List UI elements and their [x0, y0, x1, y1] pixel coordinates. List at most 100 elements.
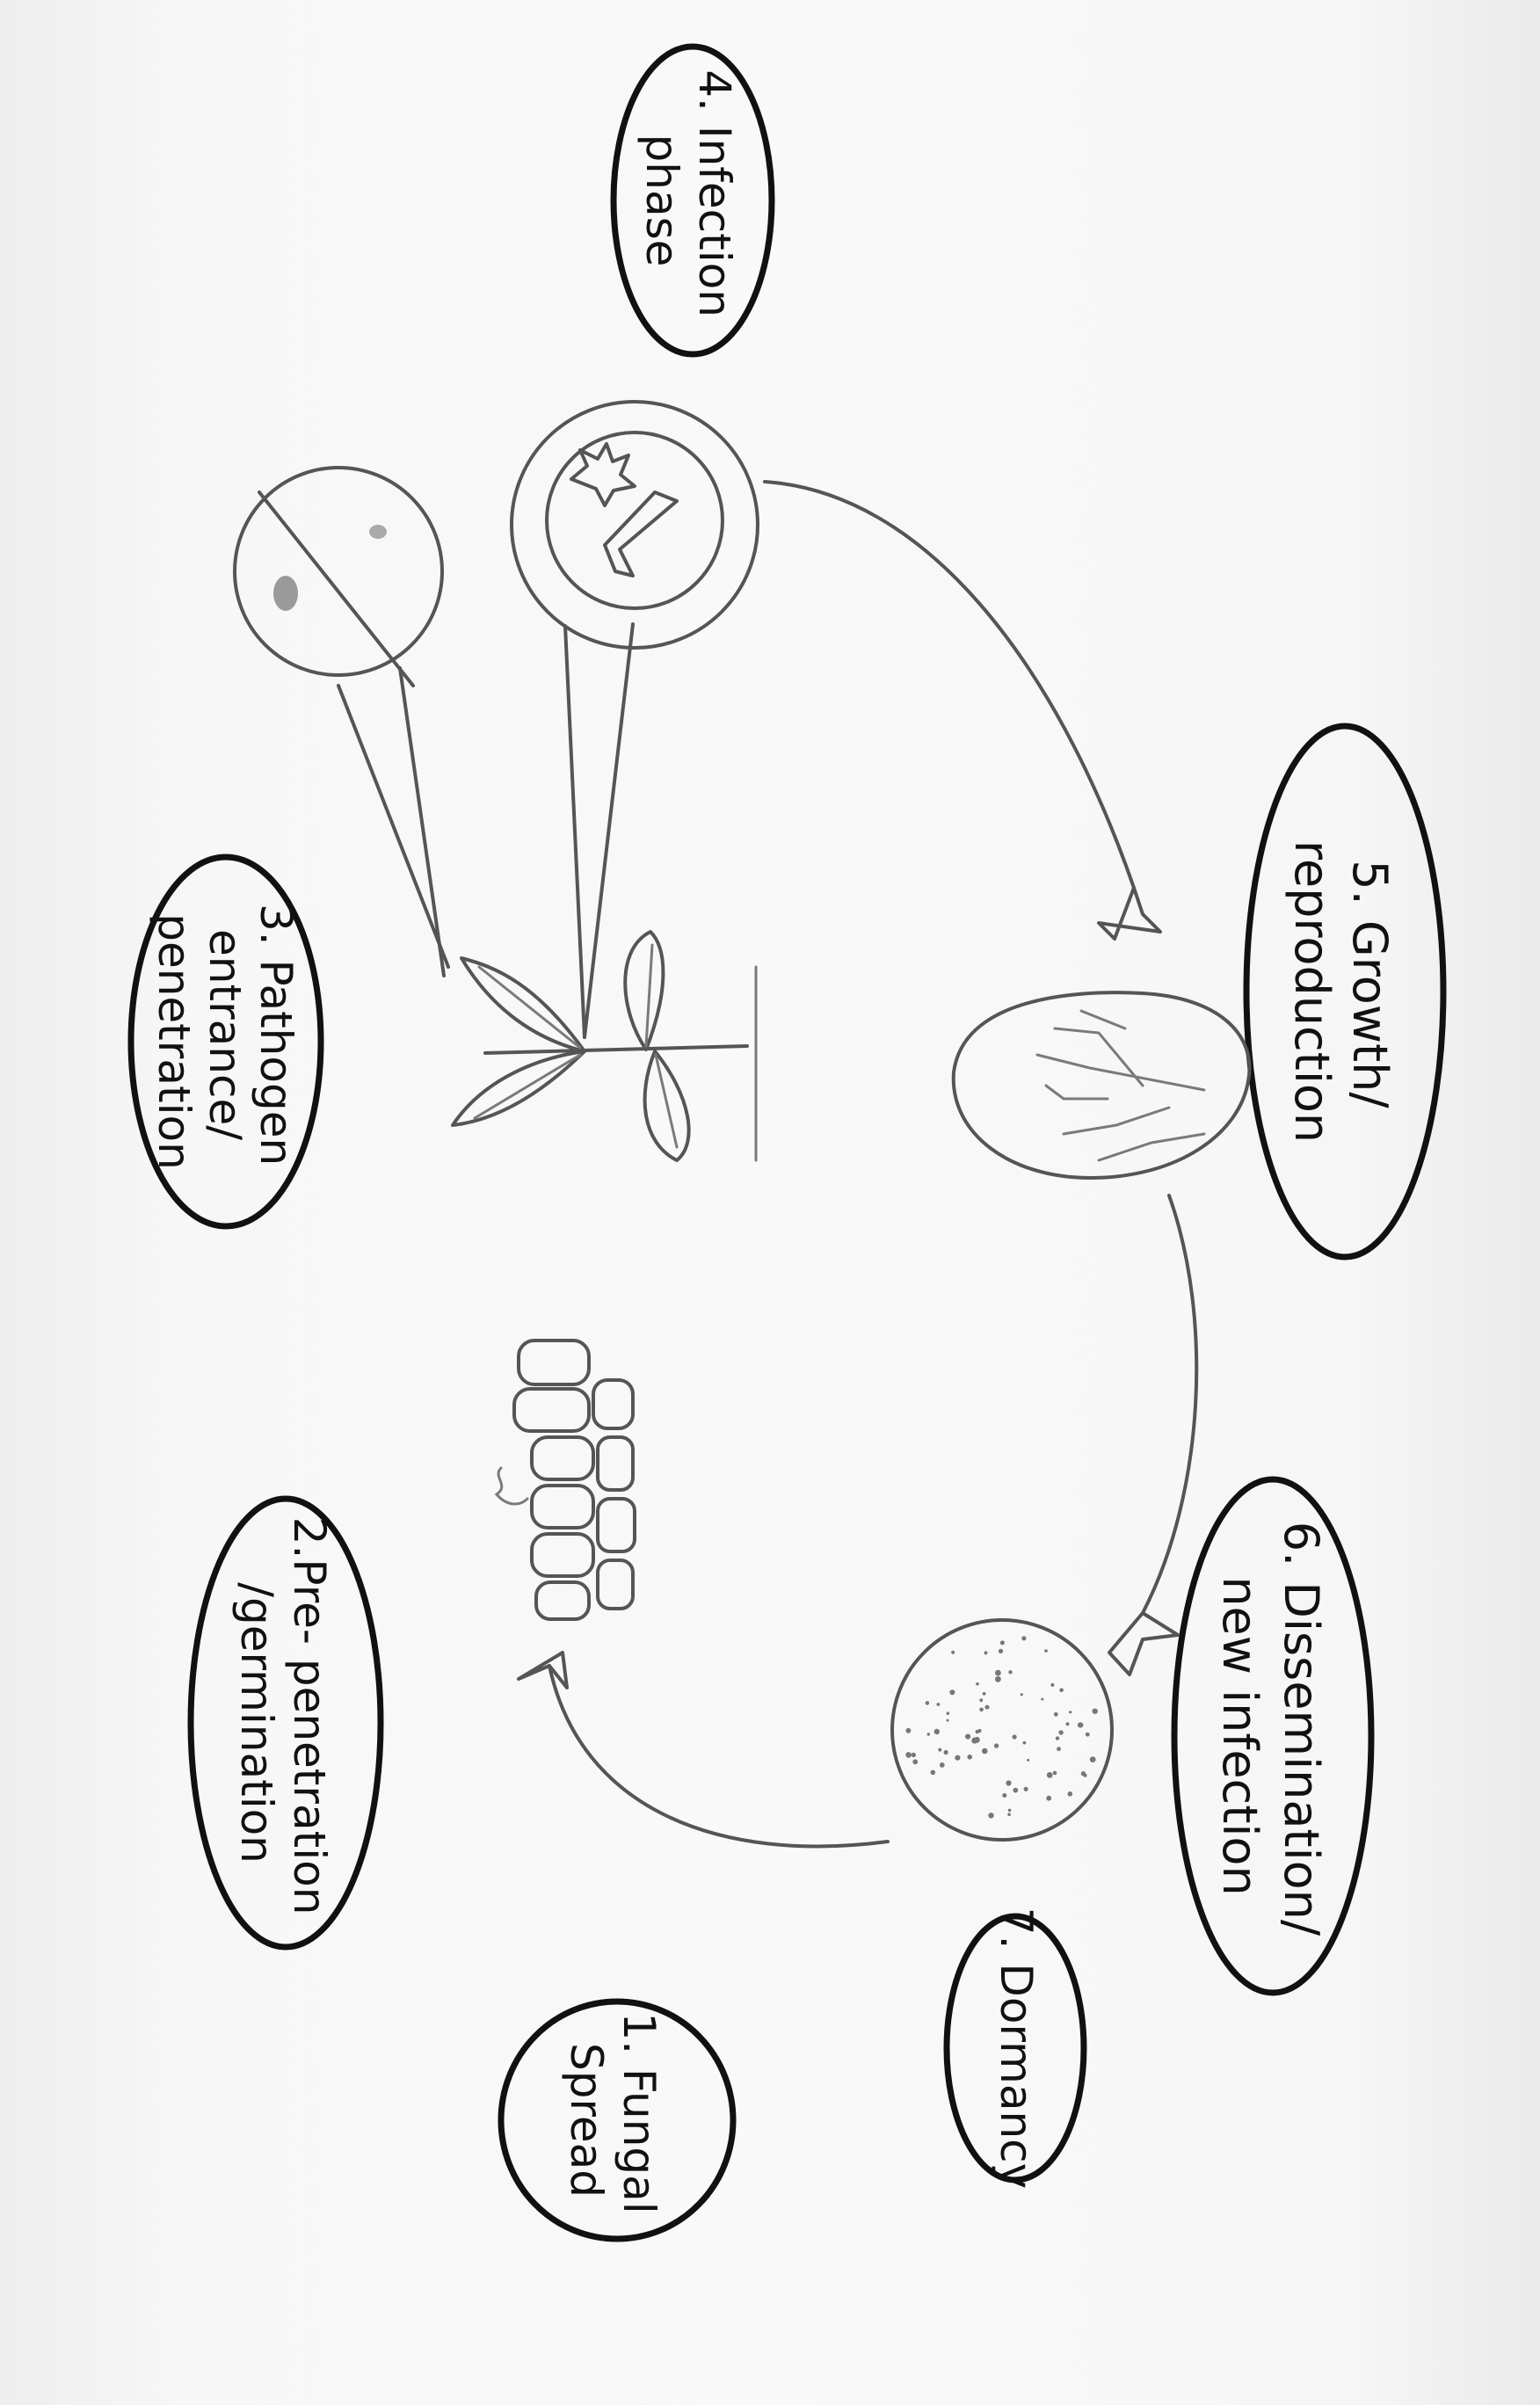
zoom-line [398, 666, 446, 977]
spore-stipple-dot [1022, 1740, 1027, 1745]
spore-stipple-dot [1021, 1636, 1027, 1641]
stage-text-line: 5. Growth/ [1342, 860, 1398, 1108]
stage-text-line: 7. Dormancy [991, 1907, 1042, 2189]
spore-spot [369, 525, 387, 539]
spore-stipple-dot [1023, 1786, 1028, 1791]
spore-stipple-dot [925, 1701, 930, 1705]
arrow-growth-to-dissemination [1141, 1194, 1199, 1615]
spore-stipple-dot [930, 1769, 936, 1776]
spore-stipple-dot [965, 1733, 971, 1740]
spore-stipple-dot [939, 1762, 945, 1768]
spore-stipple-dot [955, 1755, 961, 1761]
label-ellipse-dormancy [943, 1913, 1087, 2183]
host-cell [596, 1559, 635, 1610]
label-ellipse-infection-phase [610, 43, 775, 358]
stage-label-dissemination: 6. Dissemination/ new infection [1212, 1522, 1329, 1951]
spore-stipple-dot [1059, 1688, 1064, 1692]
spore-stipple-dot [1020, 1693, 1023, 1697]
spore-stipple-dot [1006, 1780, 1012, 1786]
magnify-circle [510, 400, 759, 650]
mycelium-growth-illustration [951, 991, 1252, 1180]
host-cell [512, 1387, 591, 1433]
stage-text-line: Spread [561, 2043, 612, 2198]
host-cell [530, 1532, 595, 1578]
magnify-circle [233, 466, 444, 677]
spore-stipple-dot [1079, 1723, 1084, 1727]
stage-text-line: reproduction [1284, 840, 1340, 1143]
dormant-spore [890, 1618, 1114, 1842]
svg-text:7. Dormancy: 7. Dormancy [991, 1907, 1042, 2189]
fruit-calyx [570, 442, 636, 507]
spore-stipple-dot [1089, 1756, 1096, 1762]
svg-text:1. Fungal Spread: 1. Fungal Spread [561, 2012, 665, 2227]
label-ellipse-dissemination [1171, 1476, 1375, 1996]
spore-stipple-dot [1085, 1732, 1090, 1737]
stage-text-line: entrance/ [200, 929, 251, 1140]
stage-label-pre-penetration: 2.Pre- penetration /germination [231, 1517, 335, 1929]
stage-label-pathogen-entrance: 3. Pathogen entrance/ penetration [149, 904, 301, 1180]
leaf [623, 930, 665, 1051]
spore-stipple-dot [999, 1640, 1005, 1646]
svg-text:3. Pathogen entrance/: 3. Pathogen entrance/ penetration [149, 904, 301, 1180]
spore-stipple-dot [976, 1682, 979, 1686]
spore-stipple-dot [949, 1689, 955, 1696]
spore-stipple-dot [1046, 1795, 1052, 1801]
stage-text-line: /germination [231, 1582, 282, 1864]
label-ellipse-growth-reproduction [1243, 723, 1447, 1261]
label-ellipse-fungal-spread [498, 1998, 737, 2242]
stage-label-growth-reproduction: 5. Growth/ reproduction [1284, 840, 1398, 1143]
spore-stipple-dot [946, 1711, 950, 1715]
svg-text:2.Pre- penetration /germ: 2.Pre- penetration /germination [231, 1517, 335, 1929]
arrowhead [1108, 1611, 1180, 1676]
spore-stipple-dot [984, 1704, 990, 1710]
stage-text-line: 1. Fungal [614, 2012, 665, 2213]
spore-stipple-dot [1007, 1808, 1012, 1813]
arrow-infection-to-growth [763, 480, 1136, 890]
spore-stipple-dot [938, 1747, 942, 1752]
hypha [1097, 1132, 1206, 1162]
spore-stipple-dot [1092, 1708, 1098, 1714]
arrow-dormancy-to-spread [548, 1664, 890, 1849]
spore-stipple-dot [988, 1813, 994, 1819]
spore-stipple-dot [982, 1747, 988, 1755]
leaf-vein [654, 1053, 679, 1149]
zoom-line [563, 624, 586, 1039]
spore-stipple-dot [1050, 1682, 1055, 1687]
spore-stipple-dot [1058, 1730, 1064, 1735]
dormant-spore-illustration [890, 1618, 1114, 1842]
spore-stipple-dot [951, 1650, 955, 1654]
svg-text:4. Infection phase: 4. Infection phase [636, 69, 740, 331]
spore-stipple-dot [1002, 1793, 1007, 1798]
hypha [1044, 1084, 1109, 1101]
spore-stipple-dot [1052, 1770, 1057, 1776]
stage-text-line: new infection [1212, 1576, 1268, 1895]
spore-stipple-dot [905, 1727, 912, 1733]
spore-stipple-dot [905, 1752, 912, 1758]
arrowhead [517, 1651, 569, 1689]
spore-stipple-dot [926, 1733, 931, 1736]
spore-stipple-dot [995, 1669, 1001, 1676]
leaf-vein [477, 965, 582, 1050]
label-ellipse-pre-penetration [187, 1495, 384, 1951]
host-cell [534, 1580, 591, 1621]
spore-stipple-dot [982, 1691, 986, 1696]
fungal-hypha [603, 490, 679, 578]
hypha [1053, 1027, 1144, 1087]
spore-stipple-dot [1008, 1670, 1013, 1675]
stage-text-line: 4. Infection [689, 69, 740, 317]
plant-stem [483, 1044, 749, 1055]
svg-text:6. Dissemination/ new in: 6. Dissemination/ new infection [1212, 1522, 1329, 1951]
zoom-line [583, 622, 635, 1039]
stage-text-line: 2.Pre- penetration [284, 1517, 335, 1915]
spore-stipple-dot [1065, 1722, 1070, 1726]
hypha [1079, 1009, 1127, 1030]
spore-stipple-dot [1069, 1711, 1072, 1714]
spore-stipple-dot [975, 1729, 979, 1734]
stage-text-line: 6. Dissemination/ [1274, 1522, 1329, 1936]
spore-stipple-dot [933, 1728, 941, 1735]
leaf-vein [644, 943, 654, 1048]
spore-stipple-dot [974, 1736, 980, 1743]
spore-stipple-dot [979, 1698, 984, 1703]
